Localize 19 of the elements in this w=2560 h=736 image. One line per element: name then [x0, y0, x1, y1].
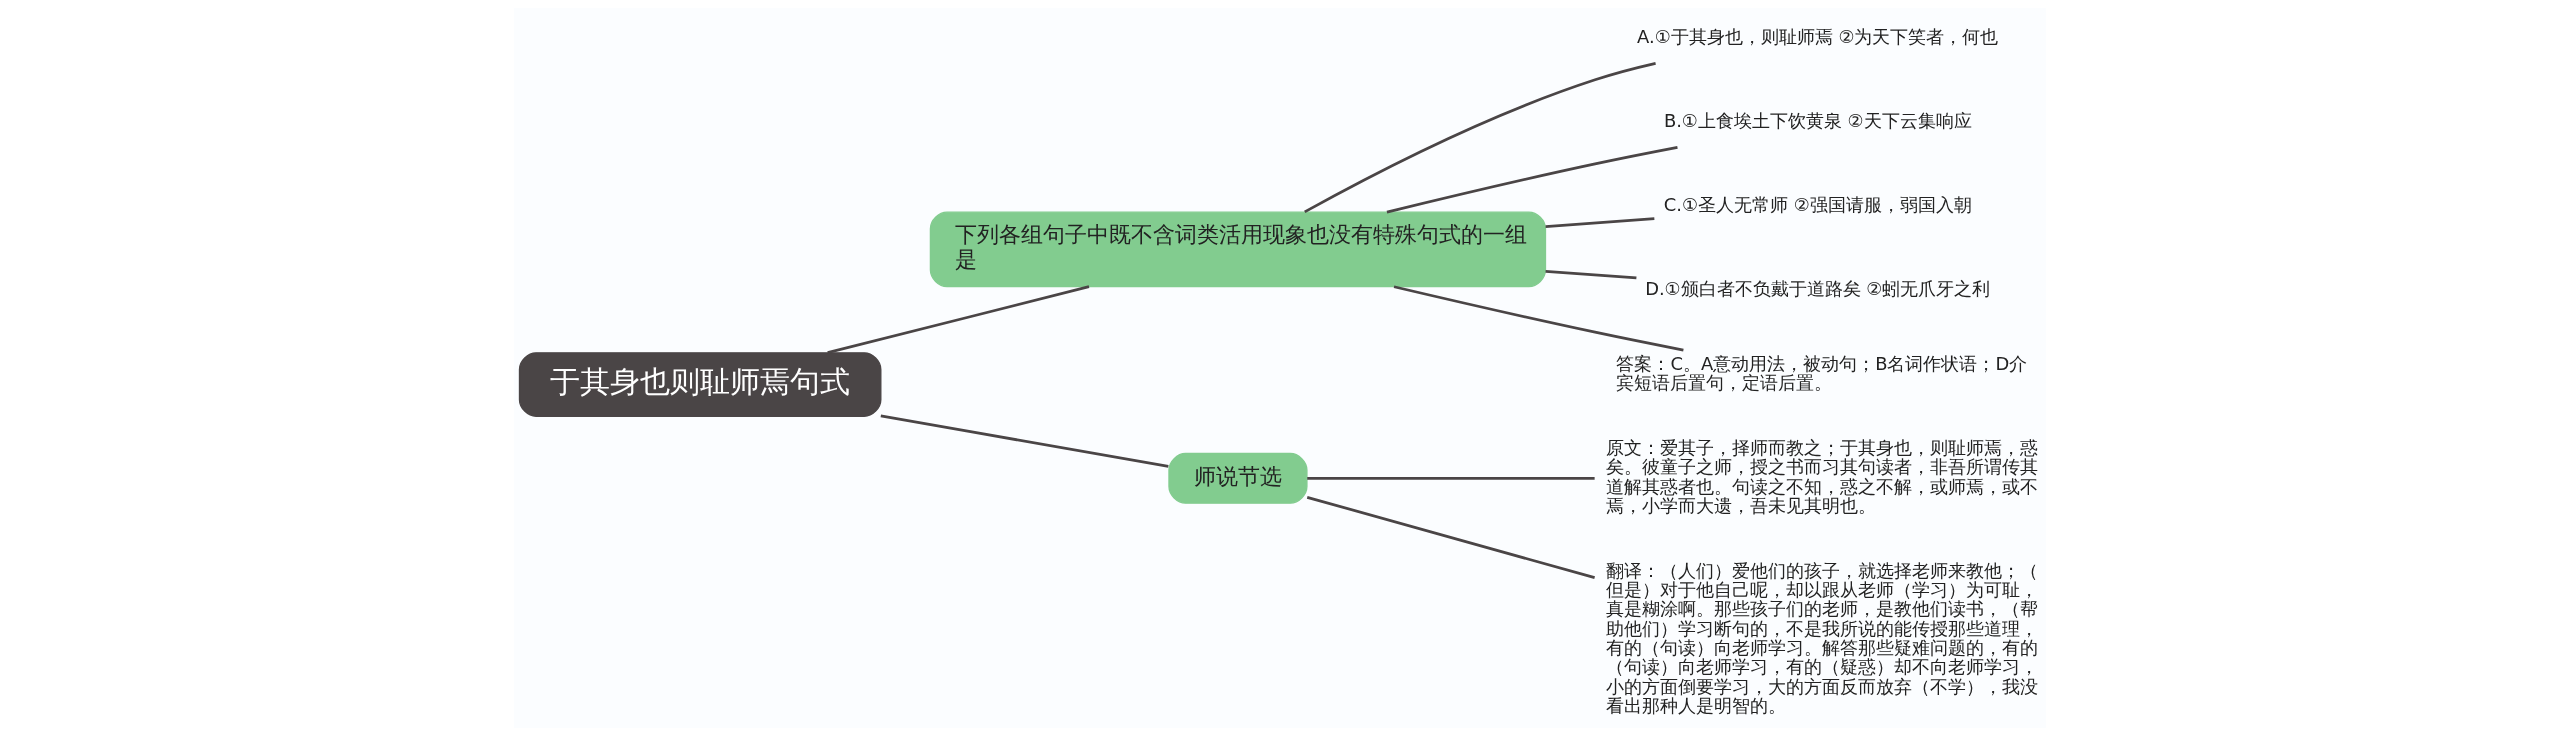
node-box: 师说节选	[1168, 452, 1308, 504]
node-text: 翻译：（人们）爱他们的孩子，就选择老师来教他；（但是）对于他自己呢，却以跟从老师（学习）为可耻，真是糊涂啊。那些孩子们的老师，是教他们读书，（帮助他们）学习断句的，不是我所说的能传授那些道理，有的（句读）向老师学习。解答那些疑难问题的，有的（句读）向老师学习，有的（疑惑）却不向老师学习，小的方面倒要学习，大的方面反而放弃（不学），我没看出那种人是明智的。	[1606, 559, 2039, 716]
node-text: 答案：C。A意动用法，被动句；B名词作状语；D介宾短语后置句，定语后置。	[1616, 352, 2028, 394]
node-text: 原文：爱其子，择师而教之；于其身也，则耻师焉，惑矣。彼童子之师，授之书而习其句读者，非吾所谓传其道解其惑者也。句读之不知，惑之不解，或师焉，或不焉，小学而大遗，吾未见其明也。	[1606, 437, 2039, 516]
connector	[880, 414, 1169, 468]
connector	[1545, 217, 1655, 229]
node-text: B.①上食埃土下饮黄泉 ②天下云集响应	[1663, 110, 1972, 132]
connector	[1545, 270, 1637, 280]
node-text: A.①于其身也，则耻师焉 ②为天下笑者，何也	[1637, 26, 1999, 48]
connector	[1386, 146, 1678, 214]
connector	[1306, 495, 1595, 579]
connector	[1304, 62, 1656, 214]
connector	[1307, 476, 1595, 480]
node-box: 下列各组句子中既不含词类活用现象也没有特殊句式的一组是	[929, 211, 1547, 288]
node-text: C.①圣人无常师 ②强国请服，弱国入朝	[1663, 194, 1972, 216]
connector	[1393, 285, 1684, 352]
node-text: D.①颁白者不负戴于道路矣 ②蚓无爪牙之利	[1645, 278, 1991, 300]
connector	[827, 285, 1090, 355]
node-box: 于其身也则耻师焉句式	[518, 352, 882, 417]
